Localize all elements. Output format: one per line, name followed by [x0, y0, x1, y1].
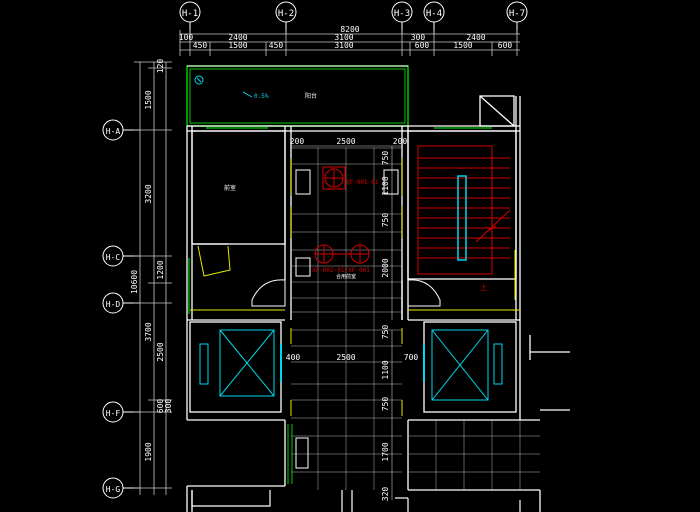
dim-inner: 2000	[381, 258, 390, 277]
dim-inner: 2500	[336, 353, 355, 362]
inner-dimensions	[291, 145, 402, 500]
hydrant-label: XF-002-01/XF-001	[312, 267, 370, 274]
inner-dimension-text: 2500 200 200 2500 400 700 750 1100 750 2…	[286, 137, 419, 501]
hydrant-label: XF-001-01	[346, 179, 379, 186]
dim-inner: 750	[381, 213, 390, 228]
dim-top: 100	[179, 33, 194, 42]
dim-top: 1500	[453, 41, 472, 50]
dim-left: 3200	[144, 184, 153, 203]
room-label: 前室	[224, 184, 236, 192]
dim-left: 600	[156, 399, 165, 414]
dim-top: 600	[498, 41, 513, 50]
dim-top: 450	[193, 41, 208, 50]
dim-inner: 1100	[381, 176, 390, 195]
dim-inner: 1100	[381, 360, 390, 379]
room-label: 阳台	[305, 92, 317, 100]
dim-top: 600	[415, 41, 430, 50]
corridor-boxes	[295, 169, 399, 277]
stair: 上	[417, 145, 511, 292]
dim-top: 1500	[228, 41, 247, 50]
corridor-hatch	[291, 147, 540, 490]
drain-icon	[194, 75, 204, 85]
axis-label: H-D	[106, 300, 121, 309]
dim-left: 120	[156, 59, 165, 74]
dim-left: 300	[164, 399, 173, 414]
axis-label: H-3	[394, 9, 410, 19]
door-swings	[251, 279, 441, 307]
dim-inner: 400	[286, 353, 301, 362]
dim-inner: 750	[381, 397, 390, 412]
dim-top: 3100	[334, 41, 353, 50]
dim-top: 2400	[228, 33, 247, 42]
pipe-shaft	[287, 424, 309, 484]
dim-left: 1200	[156, 260, 165, 279]
left-axis-bubbles: H-A H-C H-D H-F H-G	[102, 119, 140, 499]
dim-total-top: 8200	[340, 25, 359, 34]
elevator-right	[423, 321, 517, 413]
dim-top: 3100	[334, 33, 353, 42]
axis-label: H-A	[106, 127, 121, 136]
axis-label: H-C	[106, 253, 121, 262]
room-label: 合用前室	[336, 273, 356, 280]
top-dimension-chain	[179, 30, 520, 56]
dim-left: 2500	[156, 342, 165, 361]
top-dimension-text: 8200 100 2400 3100 300 2400 450 1500 450…	[179, 25, 513, 50]
dim-top: 2400	[466, 33, 485, 42]
dim-inner: 2500	[336, 137, 355, 146]
axis-label: H-2	[278, 9, 294, 19]
bottom-walls	[191, 490, 521, 512]
slope-mark: 0.5%	[254, 93, 269, 100]
left-dimension-text: 10600 1500 3200 3700 1900 120 1200 2500 …	[130, 59, 173, 462]
dim-left: 1900	[144, 442, 153, 461]
left-dimension-chain	[134, 61, 172, 495]
hydrant-bottom: XF-002-01/XF-001	[312, 244, 370, 274]
stair-handrail	[457, 175, 467, 261]
dim-inner: 200	[290, 137, 305, 146]
windows	[188, 127, 492, 314]
axis-label: H-7	[509, 9, 525, 19]
dim-inner: 750	[381, 151, 390, 166]
dim-left: 1500	[144, 90, 153, 109]
axis-label: H-F	[106, 409, 121, 418]
dim-top: 450	[269, 41, 284, 50]
axis-label: H-4	[426, 9, 442, 19]
hydrant-top: XF-001-01	[322, 166, 379, 190]
dim-inner: 320	[381, 487, 390, 502]
dim-left: 3700	[144, 322, 153, 341]
axis-label: H-1	[182, 9, 198, 19]
dim-inner: 750	[381, 325, 390, 340]
dim-top: 300	[411, 33, 426, 42]
axis-label: H-G	[106, 485, 121, 494]
dim-inner: 200	[393, 137, 408, 146]
dim-inner: 700	[404, 353, 419, 362]
stair-up-label: 上	[480, 283, 487, 292]
dim-inner: 1700	[381, 442, 390, 461]
door-marks	[190, 158, 520, 416]
elevator-left	[189, 321, 282, 413]
dim-total-left: 10600	[130, 270, 139, 294]
